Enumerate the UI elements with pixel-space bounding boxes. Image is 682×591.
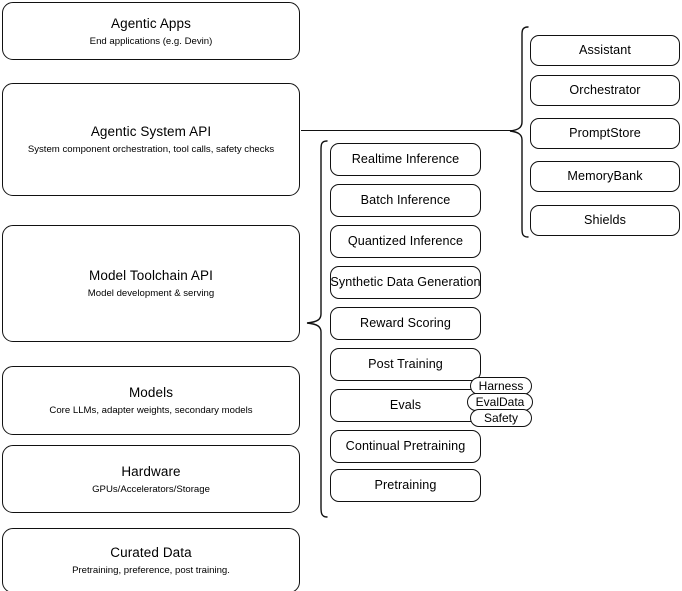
layer-subtitle: System component orchestration, tool cal… (27, 144, 275, 155)
connector-system-api-to-components (301, 130, 513, 132)
node-evals[interactable]: Evals (330, 389, 481, 422)
node-label: Evals (389, 398, 422, 412)
layer-subtitle: Core LLMs, adapter weights, secondary mo… (49, 405, 253, 416)
node-post-training[interactable]: Post Training (330, 348, 481, 381)
node-label: Pretraining (374, 478, 437, 492)
layer-subtitle: Pretraining, preference, post training. (72, 565, 230, 576)
badge-safety[interactable]: Safety (470, 409, 532, 427)
node-label: Realtime Inference (351, 152, 460, 166)
node-label: PromptStore (569, 126, 641, 140)
node-label: Orchestrator (569, 83, 641, 97)
badge-label: EvalData (475, 395, 525, 409)
layer-agentic-apps[interactable]: Agentic Apps End applications (e.g. Devi… (2, 2, 300, 60)
node-reward-scoring[interactable]: Reward Scoring (330, 307, 481, 340)
layer-title: Models (128, 385, 174, 400)
layer-model-toolchain-api[interactable]: Model Toolchain API Model development & … (2, 225, 300, 342)
node-realtime-inference[interactable]: Realtime Inference (330, 143, 481, 176)
layer-curated-data[interactable]: Curated Data Pretraining, preference, po… (2, 528, 300, 591)
layer-title: Hardware (121, 463, 181, 479)
node-label: Quantized Inference (347, 234, 464, 248)
node-pretraining[interactable]: Pretraining (330, 469, 481, 502)
badge-evaldata[interactable]: EvalData (467, 393, 533, 411)
node-label: Post Training (368, 357, 443, 371)
layer-subtitle: End applications (e.g. Devin) (89, 35, 213, 47)
layer-agentic-system-api[interactable]: Agentic System API System component orch… (2, 83, 300, 196)
node-label: Reward Scoring (360, 316, 451, 330)
layer-title: Model Toolchain API (89, 268, 213, 283)
node-continual-pretraining[interactable]: Continual Pretraining (330, 430, 481, 463)
node-assistant[interactable]: Assistant (530, 35, 680, 66)
badge-label: Safety (483, 411, 519, 425)
node-memorybank[interactable]: MemoryBank (530, 161, 680, 192)
node-batch-inference[interactable]: Batch Inference (330, 184, 481, 217)
node-promptstore[interactable]: PromptStore (530, 118, 680, 149)
node-label: Continual Pretraining (345, 439, 466, 453)
node-label: Assistant (579, 43, 631, 57)
layer-title: Agentic Apps (110, 15, 191, 31)
layer-subtitle: Model development & serving (87, 288, 215, 299)
node-orchestrator[interactable]: Orchestrator (530, 75, 680, 106)
layer-subtitle: GPUs/Accelerators/Storage (92, 483, 210, 495)
node-label: Synthetic Data Generation (330, 275, 481, 289)
node-quantized-inference[interactable]: Quantized Inference (330, 225, 481, 258)
node-label: MemoryBank (567, 169, 643, 183)
node-shields[interactable]: Shields (530, 205, 680, 236)
layer-title: Agentic System API (90, 124, 212, 139)
brace-toolchain-components (306, 140, 328, 518)
layer-hardware[interactable]: Hardware GPUs/Accelerators/Storage (2, 445, 300, 513)
node-label: Batch Inference (360, 193, 451, 207)
layer-models[interactable]: Models Core LLMs, adapter weights, secon… (2, 366, 300, 435)
node-synthetic-data-generation[interactable]: Synthetic Data Generation (330, 266, 481, 299)
badge-label: Harness (478, 379, 524, 393)
brace-system-components (509, 26, 529, 238)
node-label: Shields (583, 213, 626, 227)
layer-title: Curated Data (110, 545, 192, 560)
